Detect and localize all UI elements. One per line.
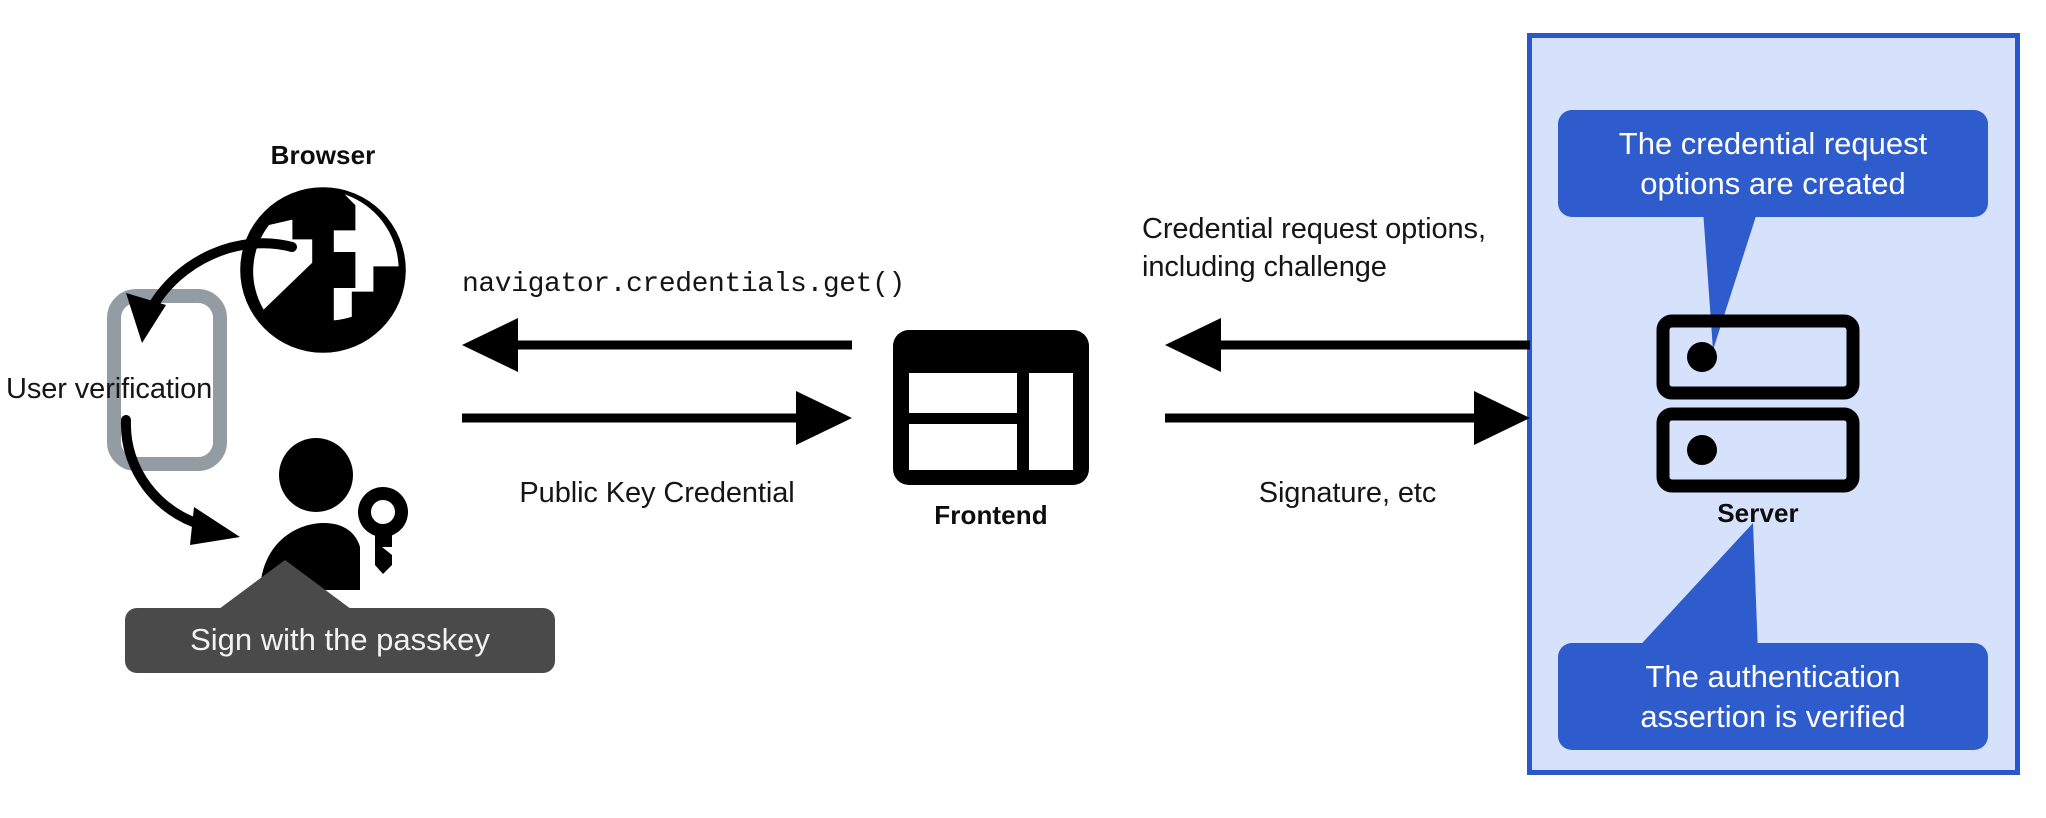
callout-bottom-tail	[1633, 523, 1758, 653]
callout-authentication-assertion: The authentication assertion is verified	[1558, 523, 1988, 773]
arrow-browser-to-phone	[100, 225, 320, 360]
phone-icon	[107, 289, 227, 471]
arrow-server-to-frontend	[1165, 318, 1530, 372]
arrow-phone-to-user	[110, 415, 330, 555]
arrow-browser-to-frontend	[462, 391, 852, 445]
callout-credential-request-options: The credential request options are creat…	[1558, 110, 1988, 350]
callout-top-text: The credential request options are creat…	[1558, 110, 1988, 218]
tooltip-tail	[215, 560, 355, 612]
label-credential-request-options: Credential request options, including ch…	[1142, 213, 1486, 284]
server-label: Server	[1717, 498, 1799, 528]
frontend-window-icon	[893, 330, 1089, 485]
tooltip-sign-with-passkey-text: Sign with the passkey	[125, 608, 555, 673]
label-user-verification: User verification	[6, 373, 213, 405]
callout-bottom-text: The authentication assertion is verified	[1558, 643, 1988, 751]
label-signature-etc: Signature, etc	[1258, 477, 1437, 509]
arrow-frontend-to-browser	[462, 318, 852, 372]
label-navigator-credentials-get: navigator.credentials.get()	[462, 269, 905, 300]
frontend-label: Frontend	[934, 500, 1048, 530]
server-rack-icon	[1656, 314, 1860, 493]
arrow-frontend-to-server	[1165, 391, 1530, 445]
tooltip-sign-with-passkey: Sign with the passkey	[125, 560, 555, 678]
label-public-key-credential: Public Key Credential	[519, 477, 795, 509]
browser-label: Browser	[270, 140, 376, 170]
callout-top-tail	[1628, 210, 1758, 350]
globe-icon	[233, 180, 413, 360]
